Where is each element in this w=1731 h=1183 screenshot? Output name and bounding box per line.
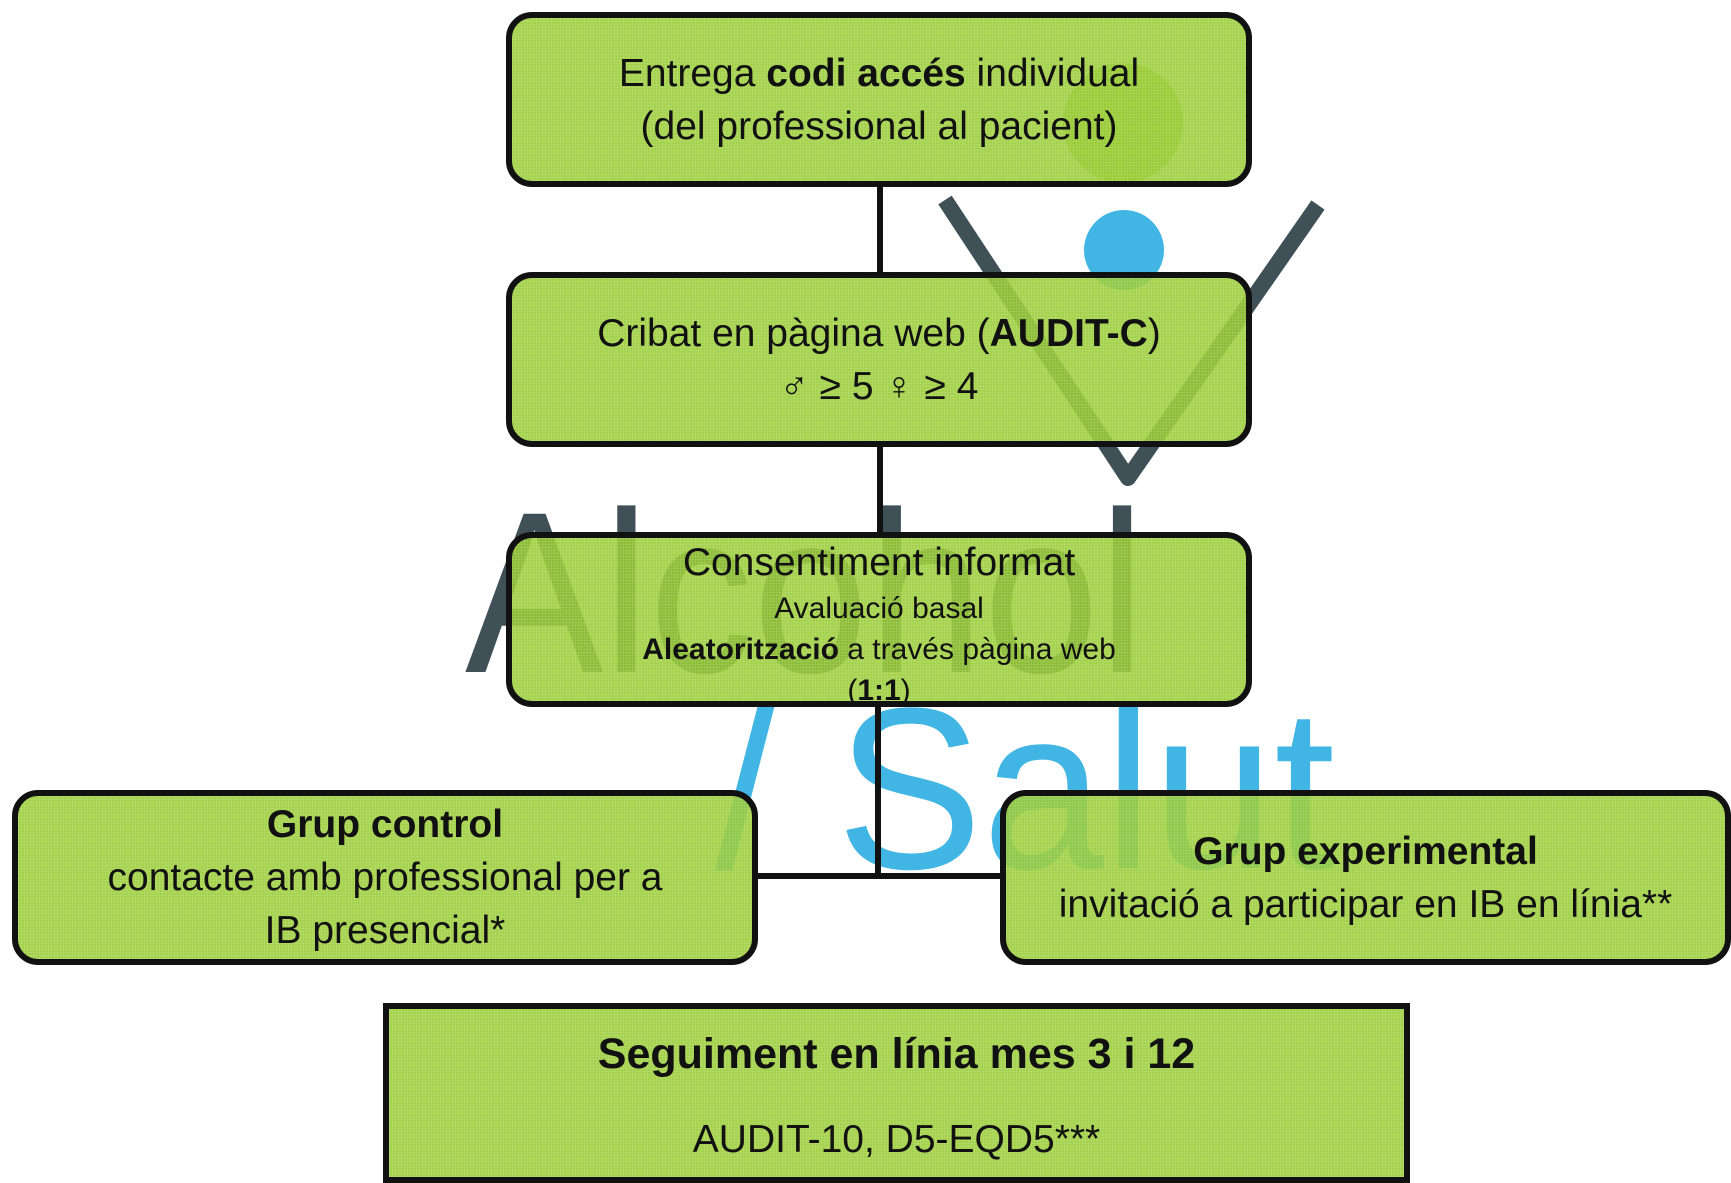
step-seguiment-instruments: AUDIT-10, D5-EQD5*** bbox=[692, 1118, 1101, 1161]
step-consentiment-ratio: (1:1) bbox=[847, 674, 911, 707]
group-experimental-line2: invitació a participar en IB en línia** bbox=[1058, 882, 1673, 926]
logo-blue-circle bbox=[1084, 210, 1164, 290]
group-control-title: Grup control bbox=[266, 803, 504, 846]
step-consentiment-aleatoritzacio: Aleatorització a través pàgina web bbox=[642, 633, 1116, 666]
step-consentiment: Consentiment informat Avaluació basal Al… bbox=[506, 532, 1252, 707]
step-cribat-line1: Cribat en pàgina web (AUDIT-C) bbox=[597, 311, 1161, 355]
group-control-line3: IB presencial* bbox=[264, 909, 506, 952]
group-experimental-title: Grup experimental bbox=[1193, 829, 1538, 873]
step-seguiment: Seguiment en línia mes 3 i 12 AUDIT-10, … bbox=[383, 1003, 1410, 1183]
step-codi-acces-line1: Entrega codi accés individual bbox=[618, 51, 1140, 95]
step-cribat-web: Cribat en pàgina web (AUDIT-C) ♂ ≥ 5 ♀ ≥… bbox=[506, 272, 1252, 447]
step-consentiment-avaluacio: Avaluació basal bbox=[774, 592, 984, 625]
step-consentiment-title: Consentiment informat bbox=[682, 541, 1076, 584]
step-seguiment-title: Seguiment en línia mes 3 i 12 bbox=[597, 1030, 1196, 1078]
step-codi-acces: Entrega codi accés individual (del profe… bbox=[506, 12, 1252, 187]
step-codi-acces-line2: (del professional al pacient) bbox=[640, 104, 1118, 148]
group-control-line2: contacte amb professional per a bbox=[107, 856, 663, 899]
group-control: Grup control contacte amb professional p… bbox=[12, 790, 758, 965]
group-experimental: Grup experimental invitació a participar… bbox=[1000, 790, 1731, 965]
step-cribat-thresholds: ♂ ≥ 5 ♀ ≥ 4 bbox=[779, 364, 979, 408]
